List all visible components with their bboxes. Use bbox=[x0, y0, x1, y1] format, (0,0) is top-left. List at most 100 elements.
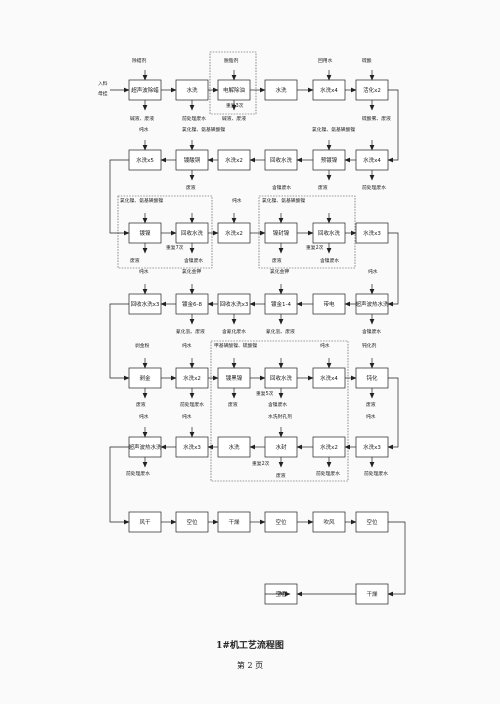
process-step-label: 水洗 bbox=[228, 443, 240, 451]
process-step: 干燥 bbox=[355, 583, 389, 605]
process-step: 水洗 bbox=[217, 436, 251, 458]
process-step-label: 水洗 bbox=[275, 86, 287, 94]
flow-annotation: 前处理废水 bbox=[126, 470, 150, 477]
process-step-label: 干燥 bbox=[228, 518, 240, 526]
process-step: 空位 bbox=[355, 511, 389, 533]
flow-annotation: 含镍废水 bbox=[362, 328, 381, 335]
process-step: 镍封镍 bbox=[264, 222, 298, 244]
figure-title: 1#机工艺流程图 bbox=[216, 641, 284, 651]
flow-annotation: 入料 bbox=[98, 80, 108, 87]
process-group-frame bbox=[117, 195, 213, 269]
flow-arrow bbox=[109, 446, 130, 525]
process-step-label: 水洗 bbox=[186, 86, 198, 94]
flow-annotation: 重复5次 bbox=[256, 390, 274, 397]
process-step-label: 剥金 bbox=[139, 374, 151, 382]
process-step: 空位 bbox=[175, 511, 209, 533]
flow-annotation: 前处理废水 bbox=[364, 470, 388, 477]
process-step-label: 水洗x5 bbox=[136, 156, 154, 164]
process-step-label: 镀金1-4 bbox=[271, 300, 291, 308]
flow-annotation: 氯化镍、氨基磺酸镍 bbox=[182, 126, 225, 133]
process-step-label: 水洗x2 bbox=[225, 229, 243, 237]
flow-arrow bbox=[387, 521, 406, 597]
flow-annotation: 纯水 bbox=[232, 197, 242, 204]
process-step: 水洗x2 bbox=[217, 149, 251, 171]
process-step-label: 预镀镍 bbox=[321, 156, 338, 164]
process-step-label: 活化x2 bbox=[363, 86, 381, 94]
process-step-label: 回收水洗 bbox=[270, 156, 293, 164]
flow-arrow bbox=[109, 303, 130, 381]
process-step: 水洗 bbox=[175, 79, 209, 101]
process-step-label: 回收水洗x3 bbox=[131, 300, 160, 308]
process-step: 水洗x2 bbox=[175, 367, 209, 389]
process-step-label: 镀金6-8 bbox=[182, 300, 202, 308]
process-step-label: 镀酸铜 bbox=[184, 156, 201, 164]
process-step: 水洗x4 bbox=[312, 79, 346, 101]
process-step: 水洗x3 bbox=[355, 222, 389, 244]
flow-annotation: 废液 bbox=[276, 472, 286, 479]
process-group-frame bbox=[209, 51, 257, 115]
process-step-label: 镀黑镍 bbox=[226, 374, 243, 382]
flow-arrow bbox=[387, 232, 399, 307]
flow-annotation: 脱脂剂 bbox=[224, 57, 239, 64]
flow-annotation: 纯水 bbox=[139, 268, 149, 275]
flow-annotation: 废液 bbox=[186, 184, 196, 191]
flow-annotation: 氯化镍、氨基磺酸镍 bbox=[312, 126, 355, 133]
process-step-label: 水洗x3 bbox=[183, 443, 201, 451]
process-step-label: 水洗x4 bbox=[320, 86, 338, 94]
process-step: 回收水洗 bbox=[264, 149, 298, 171]
process-step: 镀金6-8 bbox=[175, 293, 209, 315]
flow-annotation: 甲基磺酸镍、硫酸镍 bbox=[214, 342, 257, 349]
process-step-label: 空位 bbox=[366, 518, 378, 526]
process-step-label: 回收水洗 bbox=[318, 229, 341, 237]
flow-annotation: 纯水 bbox=[320, 342, 330, 349]
flow-annotation: 氯化金钾 bbox=[270, 268, 289, 275]
flow-annotation: 重复3次 bbox=[226, 102, 244, 109]
process-step: 吹风 bbox=[312, 511, 346, 533]
process-step-label: 电解除油 bbox=[223, 86, 246, 94]
flow-annotation: 重复2次 bbox=[306, 244, 324, 251]
process-step: 回收水洗 bbox=[312, 222, 346, 244]
flow-annotation: 硫酸雾、废液 bbox=[362, 115, 391, 122]
process-step-label: 水封 bbox=[275, 443, 287, 451]
process-step-label: 回收水洗x3 bbox=[220, 300, 249, 308]
process-step-label: 水洗x2 bbox=[320, 443, 338, 451]
flow-annotation: 纯水 bbox=[368, 268, 378, 275]
process-step-label: 风干 bbox=[139, 519, 151, 526]
process-step: 干燥 bbox=[217, 511, 251, 533]
process-step-label: 超声波热水洗 bbox=[128, 443, 162, 451]
process-step: 超声波除蜡 bbox=[128, 79, 162, 101]
process-step-label: 超声波除蜡 bbox=[131, 86, 159, 94]
process-step: 水洗x2 bbox=[217, 222, 251, 244]
flow-annotation: 纯水 bbox=[366, 413, 376, 420]
flow-annotation: 氯化镍、氨基磺酸镍 bbox=[262, 197, 305, 204]
flow-annotation: 氯化金钾 bbox=[182, 268, 201, 275]
process-step: 镀酸铜 bbox=[175, 149, 209, 171]
flow-annotation: 前处理废水 bbox=[182, 115, 206, 122]
process-step: 带电 bbox=[312, 293, 346, 315]
flow-annotation: 收料 bbox=[278, 590, 288, 597]
flow-annotation: 碱液、废液 bbox=[130, 115, 154, 122]
flow-annotation: 废液 bbox=[136, 401, 146, 408]
process-step-label: 水洗x4 bbox=[320, 374, 338, 382]
flow-annotation: 废液 bbox=[272, 257, 282, 264]
flow-annotation: 含镍废水 bbox=[272, 184, 291, 191]
flow-annotation: 含镍废水 bbox=[268, 401, 287, 408]
page-number: 第 2 页 bbox=[236, 661, 264, 670]
process-step-label: 干燥 bbox=[366, 590, 378, 598]
process-step: 水洗 bbox=[264, 79, 298, 101]
process-step: 回收水洗x3 bbox=[217, 293, 251, 315]
flow-annotation: 氰化氢、废液 bbox=[266, 328, 295, 335]
flow-annotation: 剥金粉 bbox=[135, 342, 150, 349]
process-step: 风干 bbox=[128, 511, 162, 533]
flow-annotation: 纯水 bbox=[139, 126, 149, 133]
process-step-label: 空位 bbox=[186, 518, 198, 526]
flow-annotation: 母挂 bbox=[98, 90, 108, 97]
flow-annotation: 前处理废水 bbox=[180, 401, 204, 408]
flow-annotation: 水洗封孔剂 bbox=[268, 413, 292, 420]
flow-annotation: 重复2次 bbox=[252, 460, 270, 467]
process-step: 电解除油 bbox=[217, 79, 251, 101]
process-step: 镀镍 bbox=[128, 222, 162, 244]
process-step: 剥金 bbox=[128, 367, 162, 389]
process-step: 水洗x5 bbox=[128, 149, 162, 171]
